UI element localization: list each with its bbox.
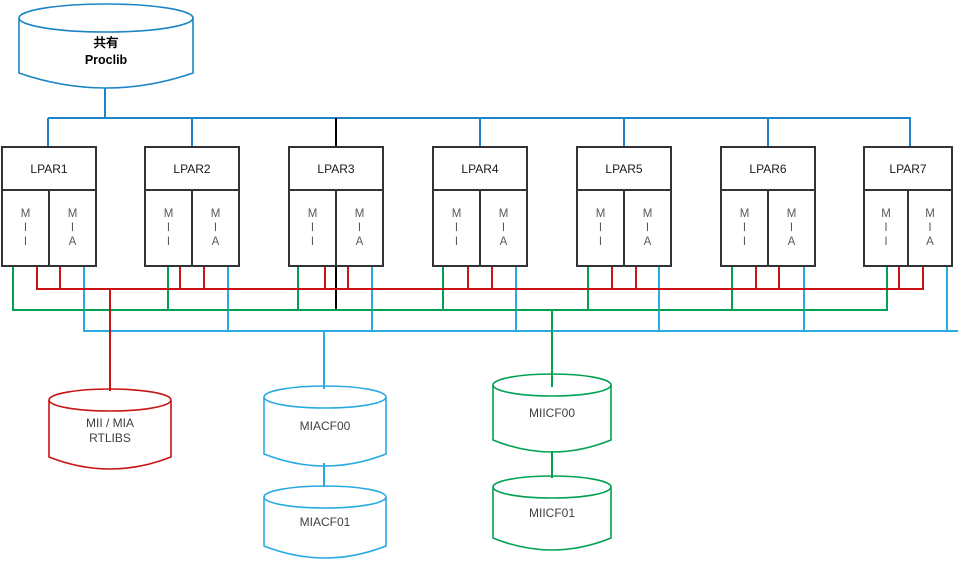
red-drop2-lpar5 (635, 267, 637, 290)
miicf00-label: MIICF00 (528, 406, 575, 420)
database-cylinder-icon (48, 388, 172, 470)
database-cylinder-icon (492, 475, 612, 551)
cyan-drop-lpar6 (803, 267, 805, 332)
proclib-label-line2: Proclib (84, 53, 128, 67)
red-drop1-lpar7 (898, 267, 900, 290)
red-drop2-lpar2 (203, 267, 205, 290)
lpar4-title: LPAR4 (434, 148, 526, 191)
lpar7-title: LPAR7 (865, 148, 951, 191)
drop-lpar7 (909, 118, 911, 147)
miicf01-cylinder: MIICF01 (492, 475, 612, 551)
cyan-drop-lpar4 (515, 267, 517, 332)
rtlibs-feeder (109, 289, 111, 391)
database-cylinder-icon (263, 385, 387, 467)
miacf01-label: MIACF01 (299, 515, 351, 529)
database-cylinder-icon (263, 485, 387, 559)
miacf00-feeder (323, 331, 325, 389)
rtlibs-label-line2: RTLIBS (89, 431, 131, 445)
rtlibs-label-line1: MII / MIA (86, 416, 134, 430)
red-drop2-lpar4 (491, 267, 493, 290)
lpar3-title: LPAR3 (290, 148, 382, 191)
cyan-drop-lpar5 (658, 267, 660, 332)
cyan-drop-lpar3 (371, 267, 373, 332)
lpar1-title: LPAR1 (3, 148, 95, 191)
miacf01-cylinder: MIACF01 (263, 485, 387, 559)
red-bus (37, 288, 923, 290)
drop-lpar2 (191, 118, 193, 147)
database-cylinder-icon (492, 373, 612, 453)
miacf00-label: MIACF00 (299, 419, 351, 433)
lpar6-title: LPAR6 (722, 148, 814, 191)
green-drop-lpar1 (12, 267, 14, 311)
miicf00-cylinder: MIICF00 (492, 373, 612, 453)
drop-lpar6 (767, 118, 769, 147)
drop-lpar1 (47, 118, 49, 147)
proclib-label-line1: 共有 (93, 36, 119, 50)
proclib-cylinder: 共有 Proclib (18, 3, 194, 89)
miacf00-cylinder: MIACF00 (263, 385, 387, 467)
red-drop2-lpar1 (59, 267, 61, 290)
rtlibs-cylinder: MII / MIA RTLIBS (48, 388, 172, 470)
red-drop1-lpar1 (36, 267, 38, 290)
miicf01-label: MIICF01 (528, 506, 575, 520)
red-drop2-lpar6 (778, 267, 780, 290)
lpar2-title: LPAR2 (146, 148, 238, 191)
red-drop2-lpar3 (347, 267, 349, 290)
database-cylinder-icon (18, 3, 194, 89)
drop-lpar3-black (335, 118, 337, 147)
red-drop2-lpar7 (922, 267, 924, 290)
cyan-drop-lpar1 (83, 267, 85, 332)
lpar5-title: LPAR5 (578, 148, 670, 191)
drop-lpar4 (479, 118, 481, 147)
miicf00-feeder (551, 310, 553, 387)
proclib-connector (104, 88, 106, 118)
red-drop1-lpar3 (324, 267, 326, 290)
cyan-drop-lpar7 (946, 267, 948, 332)
red-drop1-lpar6 (755, 267, 757, 290)
miicf00-01-link (551, 451, 553, 478)
red-drop1-lpar5 (611, 267, 613, 290)
red-drop1-lpar4 (467, 267, 469, 290)
cyan-bus (84, 330, 958, 332)
drop-lpar5 (623, 118, 625, 147)
green-bus (13, 309, 887, 311)
cyan-drop-lpar2 (227, 267, 229, 332)
miacf00-01-link (323, 463, 325, 487)
red-drop1-lpar2 (179, 267, 181, 290)
